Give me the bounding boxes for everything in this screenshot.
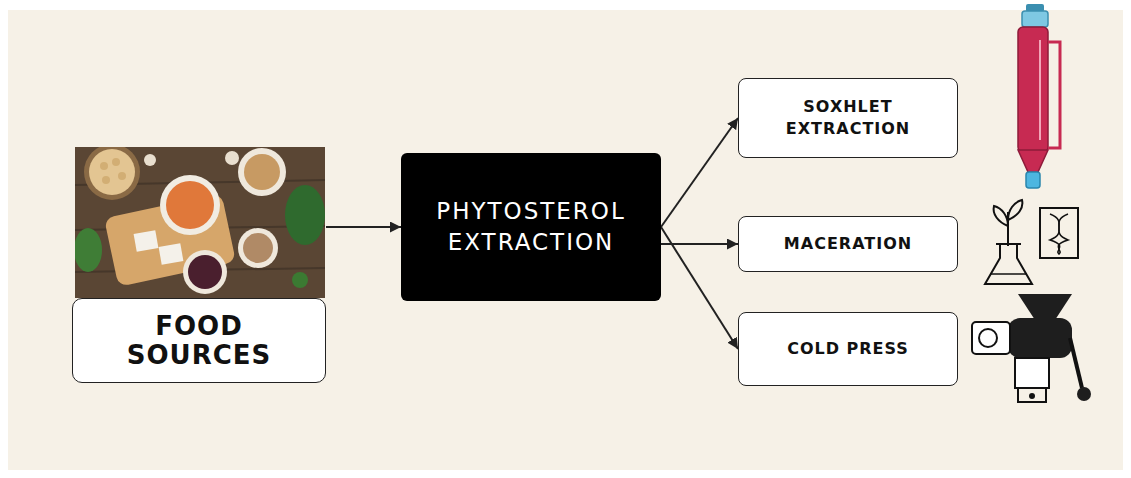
- food-source-box: FOOD SOURCES: [72, 298, 326, 383]
- node-label: FOOD SOURCES: [99, 312, 299, 368]
- cold-press-grinder-part: [972, 322, 1010, 354]
- maceration-icon-part: [1050, 214, 1068, 254]
- food-photo-part: [243, 233, 273, 263]
- arrow-connector: [661, 227, 738, 349]
- food-photo-part: [75, 147, 325, 298]
- method-box: COLD PRESS: [738, 312, 958, 386]
- food-photo-part: [160, 175, 220, 235]
- maceration-icon-part: [994, 206, 1008, 226]
- method-box: SOXHLET EXTRACTION: [738, 78, 958, 158]
- food-photo-part: [166, 181, 214, 229]
- cold-press-grinder-part: [1077, 387, 1091, 401]
- food-photo-part: [100, 162, 108, 170]
- method-box: MACERATION: [738, 216, 958, 272]
- food-photo-part: [292, 272, 308, 288]
- food-photo-part: [102, 176, 110, 184]
- node-label: MACERATION: [784, 233, 912, 255]
- soxhlet-apparatus-part: [1018, 150, 1048, 172]
- cold-press-grinder-part: [1029, 393, 1035, 399]
- soxhlet-apparatus-part: [1026, 172, 1040, 188]
- process-box: PHYTOSTEROL EXTRACTION: [401, 153, 661, 301]
- food-photo-part: [144, 154, 156, 166]
- node-label: COLD PRESS: [787, 338, 909, 360]
- food-photo-part: [183, 250, 227, 294]
- food-photo: [75, 147, 325, 298]
- maceration-icon-part: [985, 244, 1032, 284]
- food-photo-part: [225, 151, 239, 165]
- soxhlet-apparatus: [1018, 4, 1060, 188]
- cold-press-grinder: [972, 294, 1091, 402]
- arrow-connector: [326, 226, 401, 228]
- food-photo-part: [84, 147, 140, 200]
- food-photo-part: [159, 243, 184, 265]
- maceration-icon-part: [1050, 214, 1068, 254]
- soxhlet-apparatus-part: [1048, 42, 1060, 148]
- food-photo-part: [118, 172, 126, 180]
- cold-press-grinder-part: [1018, 388, 1046, 402]
- food-photo-part: [238, 148, 286, 196]
- food-photo-part: [75, 228, 102, 272]
- cold-press-grinder-part: [1018, 294, 1072, 320]
- food-photo-part: [244, 154, 280, 190]
- food-source-group: FOOD SOURCES: [72, 147, 326, 383]
- food-photo-part: [285, 185, 325, 245]
- node-label: PHYTOSTEROL EXTRACTION: [413, 196, 649, 258]
- cold-press-grinder-part: [1015, 358, 1049, 388]
- soxhlet-apparatus-part: [1018, 27, 1048, 152]
- food-photo-part: [238, 228, 278, 268]
- cold-press-grinder-part: [1070, 338, 1082, 388]
- cold-press-grinder-part: [979, 329, 997, 347]
- node-label: SOXHLET EXTRACTION: [768, 96, 928, 141]
- cold-press-grinder-part: [1008, 318, 1072, 358]
- arrow-connector: [661, 118, 738, 227]
- maceration-icon-part: [1008, 200, 1022, 220]
- food-photo-part: [89, 149, 135, 195]
- soxhlet-apparatus-part: [1039, 40, 1041, 140]
- food-photo-part: [134, 230, 159, 252]
- food-photo-part: [112, 158, 120, 166]
- maceration-icon: [985, 200, 1078, 284]
- soxhlet-apparatus-part: [1022, 11, 1048, 27]
- maceration-icon-part: [1040, 208, 1078, 258]
- maceration-icon-part: [990, 273, 1027, 275]
- food-photo-part: [188, 255, 222, 289]
